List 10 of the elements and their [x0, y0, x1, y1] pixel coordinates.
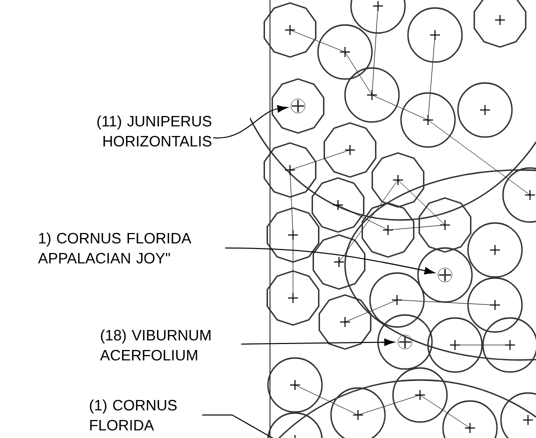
plant-label: (18) VIBURNUM ACERFOLIUM [100, 329, 210, 360]
plant-symbol [438, 268, 452, 282]
plant-label: (11) JUNIPERUS HORIZONTALIS [97, 115, 212, 146]
plant-label: (1) CORNUS FLORIDA [90, 399, 177, 430]
plant-symbol [398, 334, 412, 350]
leader-line [240, 338, 394, 346]
leader-line [212, 105, 288, 138]
leader-line [224, 248, 435, 274]
plant-symbol [290, 98, 306, 114]
plant-label: 1) CORNUS FLORIDA APPALACIAN JOY" [38, 232, 192, 264]
